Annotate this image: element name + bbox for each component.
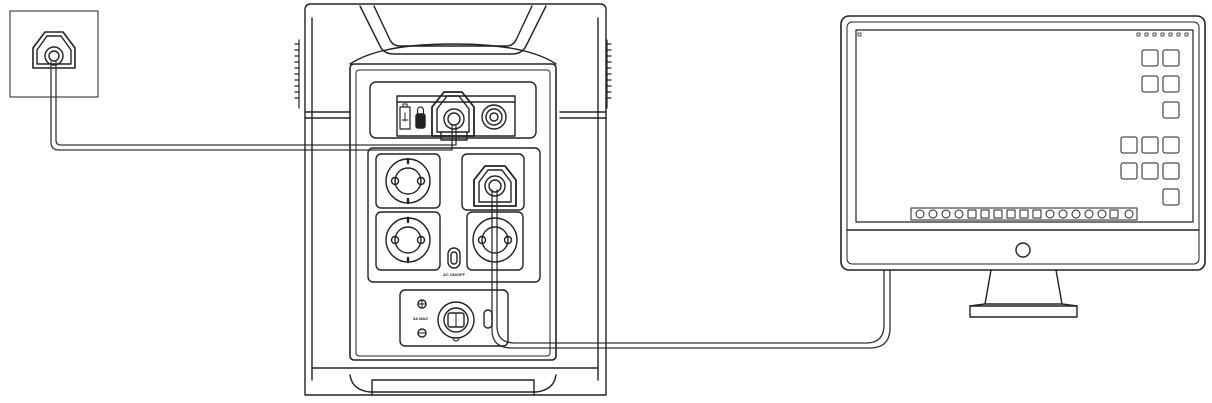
monitor bbox=[840, 15, 1206, 318]
rear-panel: AC ON/OFF 5A MAX bbox=[349, 63, 557, 361]
power-station: AC ON/OFF 5A MAX bbox=[294, 3, 612, 396]
ac-outlet-right-top bbox=[461, 153, 525, 211]
fuse-terminal-bottom bbox=[417, 328, 427, 338]
top-handle bbox=[349, 5, 557, 65]
power-button-icon bbox=[481, 104, 507, 130]
fan-icon bbox=[483, 309, 493, 329]
desktop-icons bbox=[1120, 49, 1180, 206]
taskbar-dock bbox=[910, 207, 1138, 221]
fuse-terminal-top bbox=[417, 299, 427, 309]
power-indicator bbox=[1015, 242, 1031, 258]
ac-outlet-right-bottom bbox=[466, 211, 524, 271]
ac-output-plug bbox=[473, 165, 517, 207]
wall-socket-icon bbox=[32, 31, 76, 69]
battery-icon bbox=[399, 103, 411, 130]
car-socket bbox=[437, 301, 475, 342]
lock-icon bbox=[415, 106, 426, 129]
cable-station-to-monitor bbox=[491, 189, 891, 349]
monitor-title-bar bbox=[857, 32, 1189, 37]
ac-switch-label: AC ON/OFF bbox=[443, 272, 466, 277]
cable-wall-to-station bbox=[50, 61, 457, 151]
wall-outlet bbox=[9, 10, 99, 98]
ac-outlet-left-top bbox=[375, 153, 441, 209]
ac-outlet-left-bottom bbox=[375, 211, 441, 271]
ac-switch[interactable] bbox=[447, 247, 461, 269]
monitor-stand bbox=[969, 269, 1078, 318]
dc-rating-label: 5A MAX bbox=[413, 316, 428, 321]
right-grip-ribs bbox=[606, 39, 612, 109]
left-grip-ribs bbox=[294, 39, 300, 109]
ac-input-plug bbox=[431, 91, 475, 141]
